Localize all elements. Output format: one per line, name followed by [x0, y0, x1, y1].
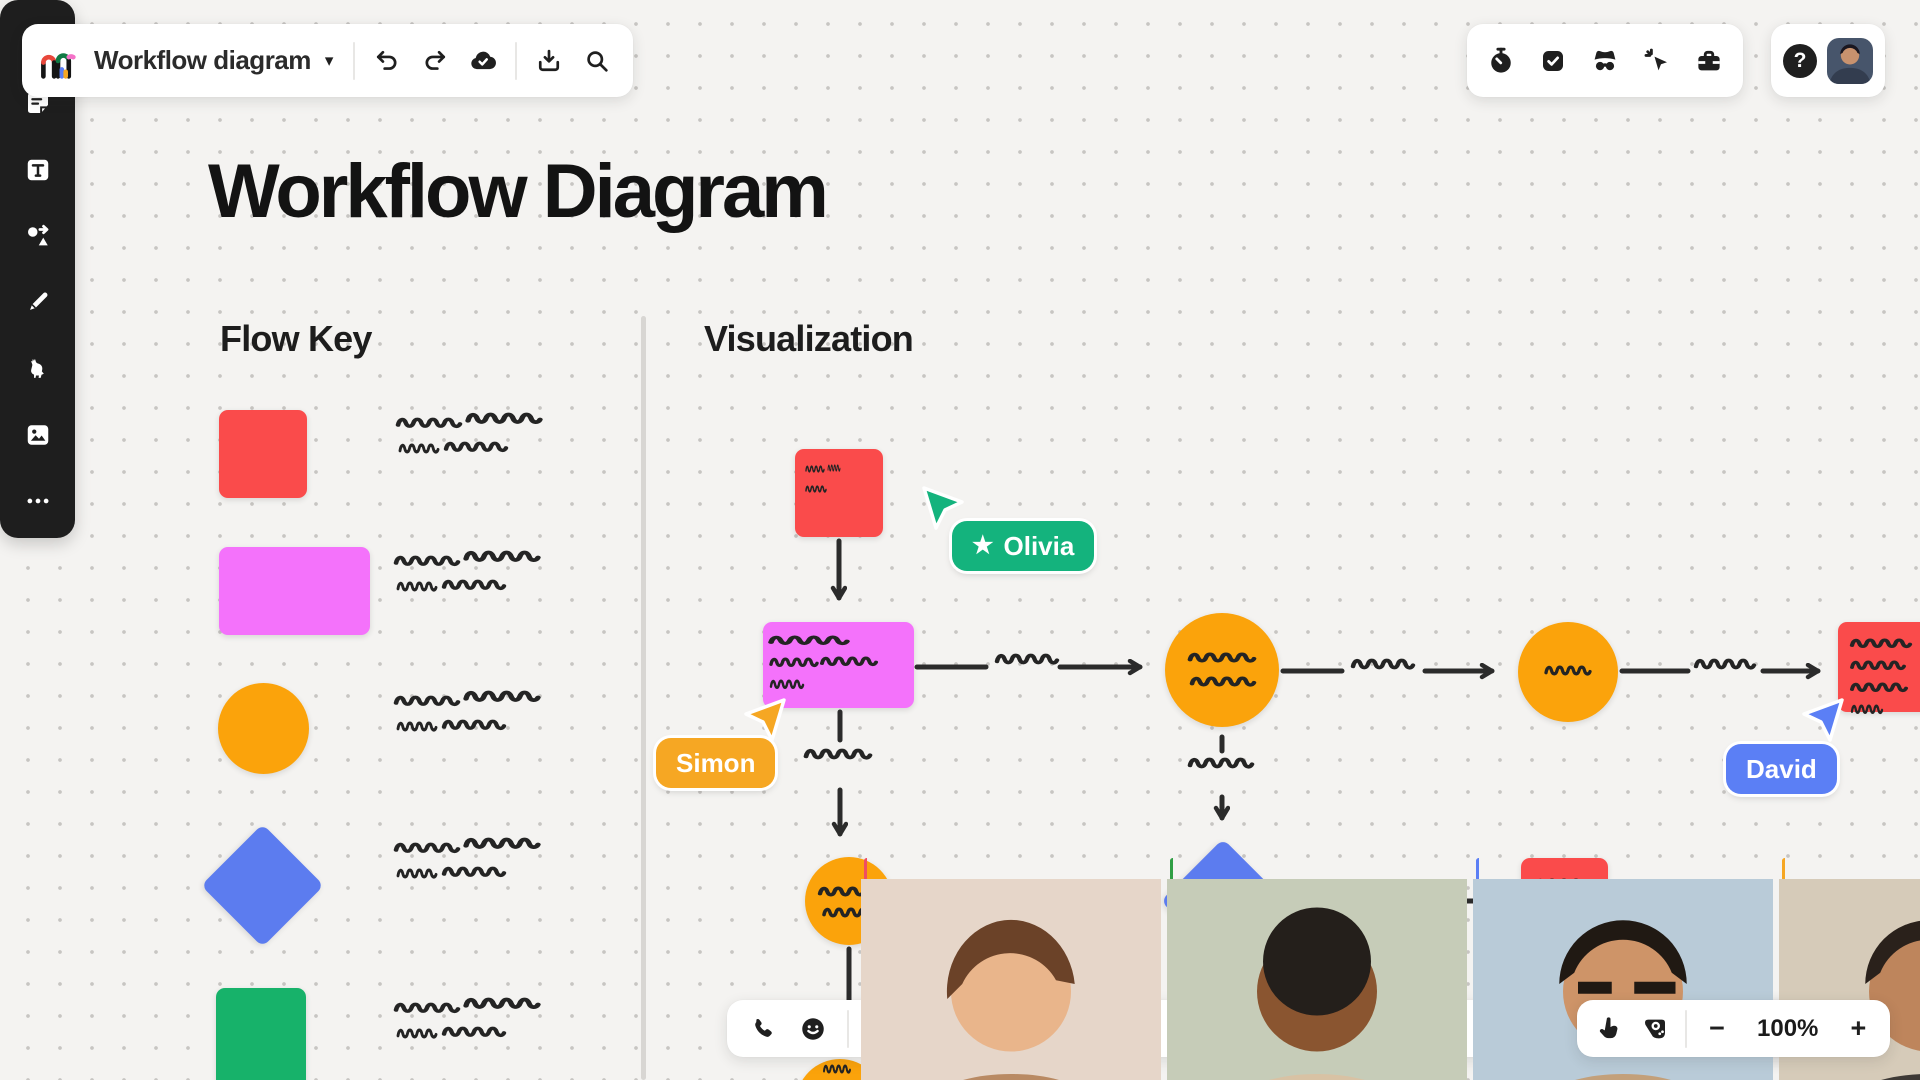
david-cursor-icon: [1802, 698, 1844, 742]
david-name-label: David: [1746, 753, 1817, 784]
hand-tool-icon[interactable]: [1587, 1007, 1631, 1051]
private-mode-icon[interactable]: [1583, 39, 1627, 83]
star-icon: ★: [972, 532, 994, 559]
search-button[interactable]: [575, 39, 619, 83]
visualization-heading: Visualization: [704, 318, 914, 359]
flow-node-circle-C2[interactable]: [1518, 622, 1618, 722]
phone-icon[interactable]: [741, 1007, 785, 1051]
key-label-scribble-1: [398, 415, 540, 452]
flow-key-heading: Flow Key: [220, 318, 372, 359]
edge-label-scribble: [806, 750, 870, 757]
callbar-divider: [847, 1009, 849, 1048]
view-controls: − 100% +: [1577, 1000, 1891, 1057]
key-label-scribble-3: [396, 693, 538, 730]
llama-icon[interactable]: [21, 351, 55, 385]
cloud-sync-icon[interactable]: [461, 39, 505, 83]
voting-icon[interactable]: [1531, 39, 1575, 83]
shapes-connectors-icon[interactable]: [21, 219, 55, 253]
participant-avatar[interactable]: ★: [861, 857, 1161, 1080]
key-label-scribble-2: [396, 553, 538, 590]
olivia-cursor-icon: [922, 486, 964, 530]
flow-node-circle-C1[interactable]: [1165, 613, 1279, 727]
text-icon[interactable]: [21, 153, 55, 187]
edge-label-scribble: [1190, 759, 1252, 766]
board-heading: Workflow Diagram: [208, 149, 829, 234]
key-shape-orange-circle[interactable]: [218, 683, 309, 774]
toolbox-icon[interactable]: [1687, 39, 1731, 83]
timer-icon[interactable]: [1479, 39, 1523, 83]
edge-label-scribble: [1696, 660, 1754, 667]
facilitation-toolbar: [1467, 24, 1743, 97]
key-shape-red-square[interactable]: [219, 410, 307, 498]
account-pill: ?: [1771, 24, 1885, 97]
section-divider: [641, 316, 646, 1080]
more-tools-icon[interactable]: [21, 484, 55, 518]
olivia-name-tag: ★ Olivia: [952, 521, 1095, 571]
user-avatar[interactable]: [1827, 37, 1873, 84]
zoom-in-button[interactable]: +: [1850, 1013, 1867, 1043]
zoom-out-button[interactable]: −: [1709, 1013, 1725, 1043]
key-shape-magenta-rectangle[interactable]: [219, 547, 370, 635]
zoom-level[interactable]: 100%: [1757, 1014, 1819, 1042]
david-name-tag: David: [1726, 744, 1837, 794]
sticky-note-icon[interactable]: [21, 86, 55, 120]
follow-click-icon[interactable]: [1635, 39, 1679, 83]
image-icon[interactable]: [21, 418, 55, 452]
undo-button[interactable]: [365, 39, 409, 83]
simon-name-tag: Simon: [656, 738, 776, 788]
board-title[interactable]: Workflow diagram: [94, 45, 311, 75]
flow-node-red-A[interactable]: [795, 449, 883, 537]
key-shape-blue-diamond[interactable]: [200, 823, 325, 948]
edge-label-scribble: [1353, 660, 1413, 667]
key-label-scribble-5: [396, 1000, 538, 1037]
key-label-scribble-4: [396, 840, 538, 877]
simon-name-label: Simon: [676, 747, 756, 778]
toolbar-divider: [353, 41, 356, 80]
flow-node-magenta-B[interactable]: [763, 622, 914, 708]
smiley-icon[interactable]: [791, 1007, 835, 1051]
toolbar-divider: [515, 41, 518, 80]
redo-button[interactable]: [413, 39, 457, 83]
help-icon[interactable]: ?: [1783, 43, 1817, 78]
zoombar-divider: [1685, 1009, 1687, 1048]
pen-icon[interactable]: [21, 285, 55, 319]
miro-logo[interactable]: [36, 39, 80, 83]
flow-node-red-D[interactable]: [1838, 622, 1920, 712]
export-button[interactable]: [527, 39, 571, 83]
key-shape-green-rectangle[interactable]: [216, 988, 306, 1080]
board-switcher-caret-icon[interactable]: ▾: [324, 50, 334, 70]
edge-label-scribble: [997, 655, 1057, 662]
main-toolbar: Workflow diagram ▾: [22, 24, 634, 97]
minimap-icon[interactable]: [1633, 1007, 1677, 1051]
olivia-name-label: Olivia: [1003, 530, 1075, 561]
participant-avatar[interactable]: ★: [1167, 857, 1467, 1080]
